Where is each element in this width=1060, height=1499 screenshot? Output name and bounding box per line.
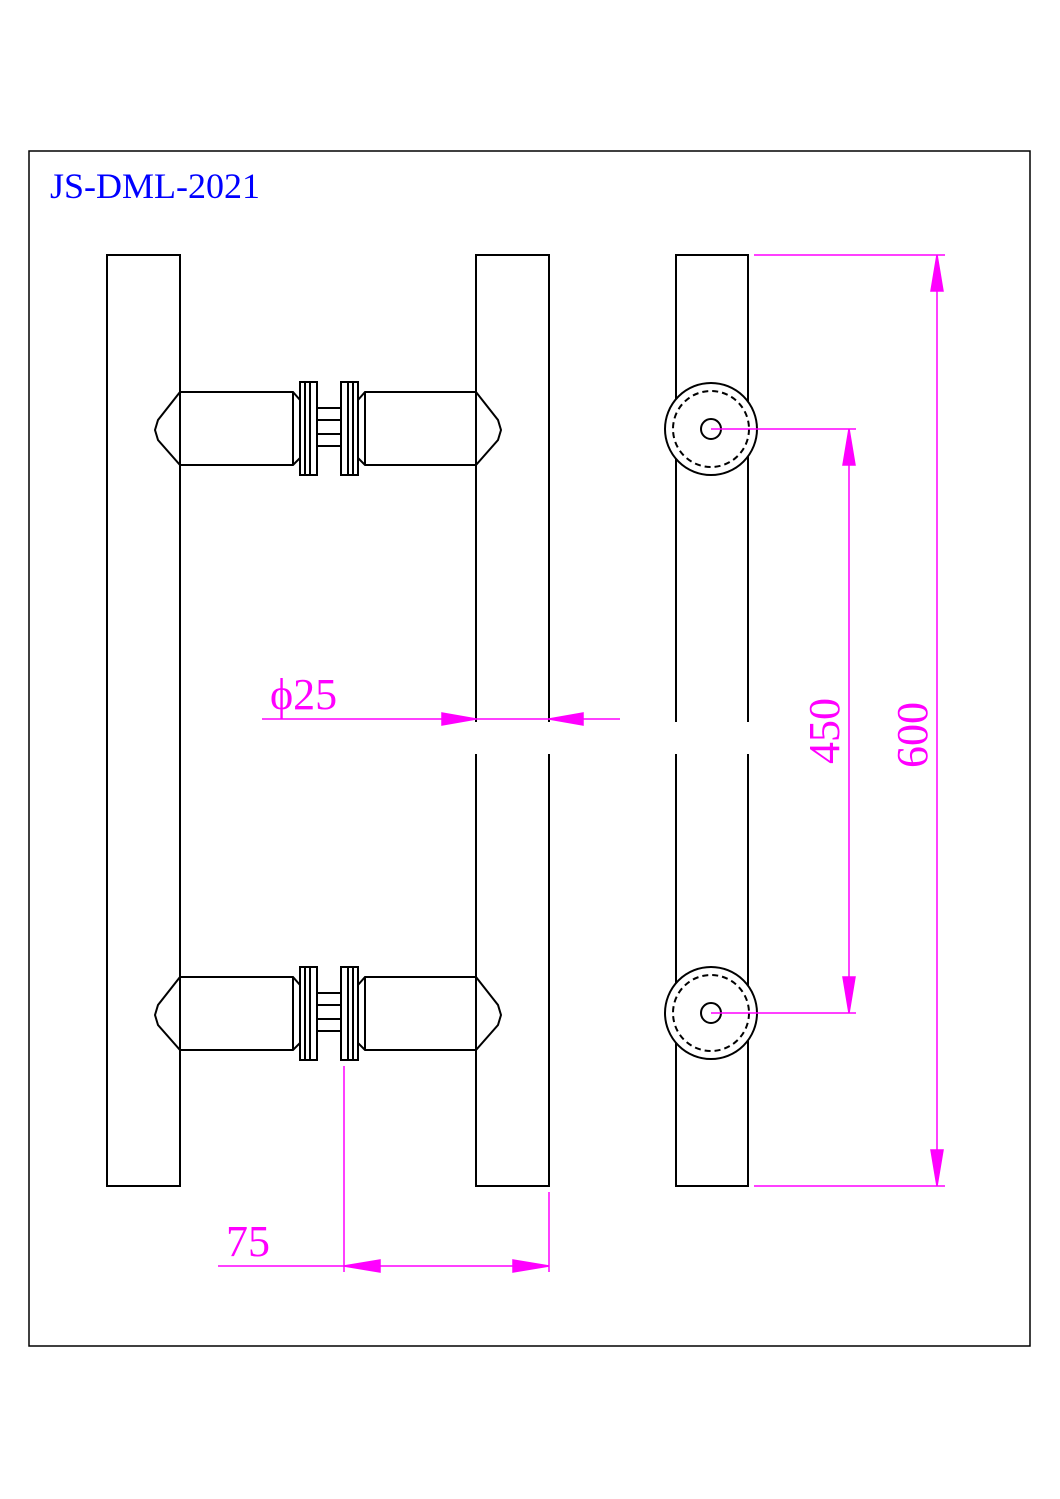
length-arrow-top (930, 254, 944, 292)
hole-spacing-label: 450 (800, 698, 849, 764)
left-bar (106, 254, 181, 1187)
top-left-cap (299, 381, 318, 476)
length-label: 600 (888, 702, 937, 768)
front-view (106, 254, 550, 1187)
top-right-arm (357, 391, 503, 466)
drawing-frame (28, 150, 1031, 1347)
bottom-left-cap (299, 966, 318, 1061)
hole-spacing-arrow-top (842, 428, 856, 466)
drawing-title: JS-DML-2021 (50, 166, 260, 206)
side-view (664, 254, 758, 1187)
bottom-left-arm (153, 976, 301, 1051)
length-arrow-bottom (930, 1149, 944, 1187)
side-bar (675, 254, 749, 1187)
bottom-right-arm (357, 976, 503, 1051)
projection-arrow-right (512, 1259, 550, 1273)
diameter-arrow-left (441, 712, 477, 726)
bottom-connector (316, 992, 342, 1032)
projection-arrow-left (343, 1259, 381, 1273)
bottom-standoff (153, 966, 503, 1061)
bottom-right-cap (340, 966, 359, 1061)
top-standoff (153, 381, 503, 476)
diameter-label: ϕ25 (270, 670, 337, 719)
projection-label: 75 (226, 1217, 270, 1266)
dimension-lines (218, 254, 945, 1273)
top-connector (316, 407, 342, 447)
top-left-arm (153, 391, 301, 466)
top-right-cap (340, 381, 359, 476)
hole-spacing-arrow-bottom (842, 976, 856, 1014)
right-bar (475, 254, 550, 1187)
diameter-arrow-right (548, 712, 584, 726)
